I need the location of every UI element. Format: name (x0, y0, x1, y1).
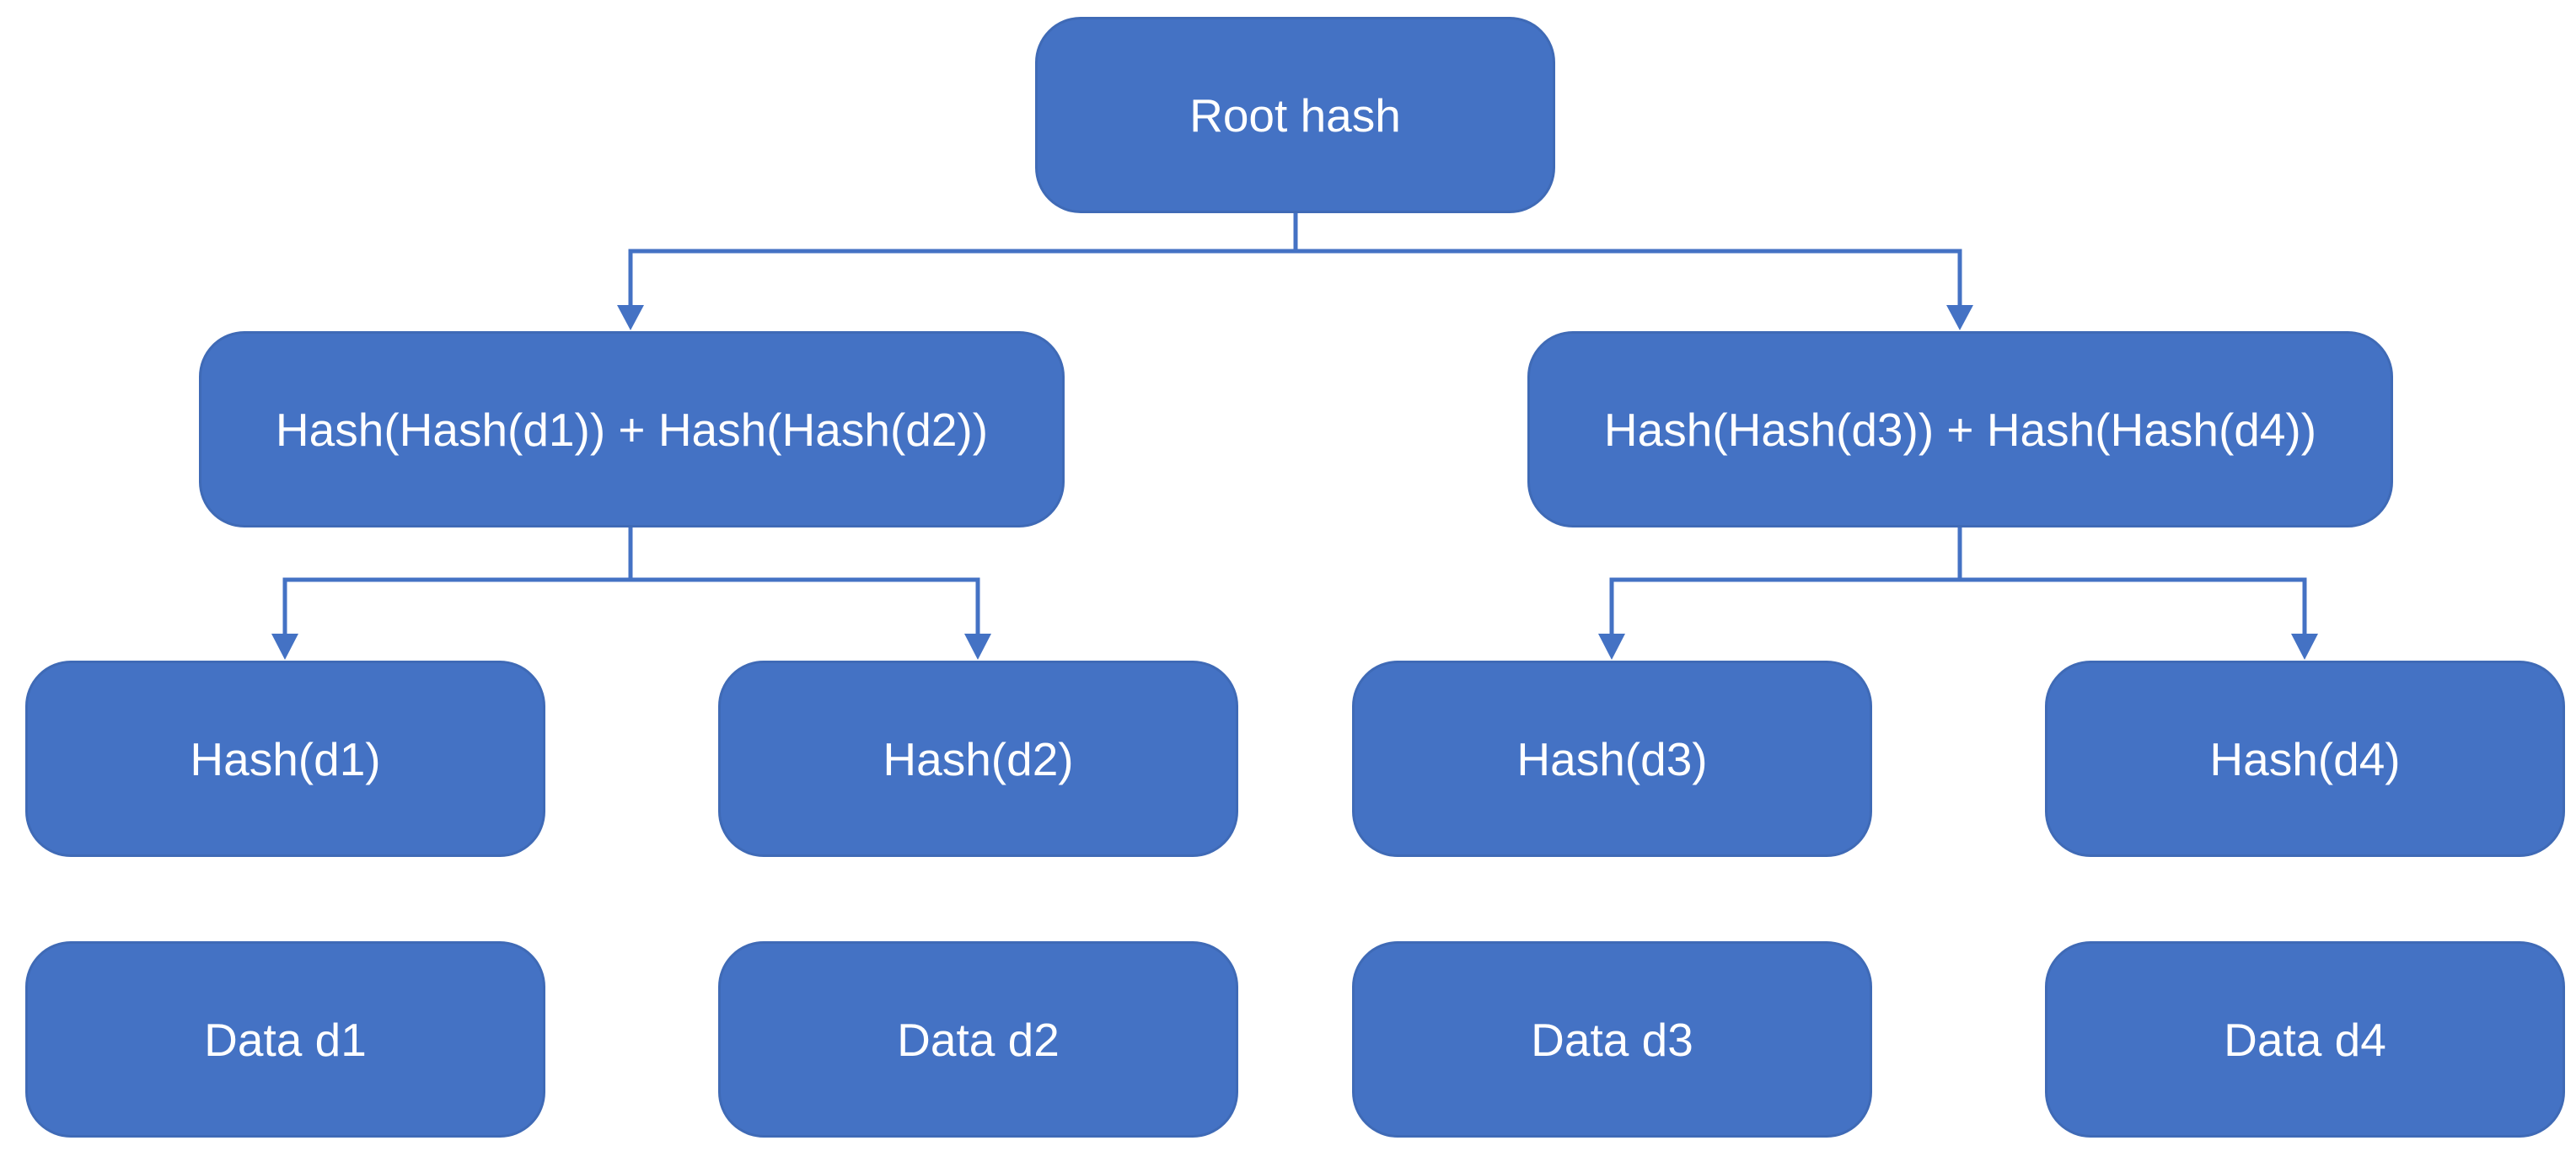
edge-hash-34-to-hash-d3 (1609, 527, 1962, 640)
hash-d1-label: Hash(d1) (190, 732, 381, 785)
arrowhead-hash-d4 (2291, 634, 2318, 660)
data-d2-node: Data d2 (718, 941, 1238, 1138)
hash-d4-node: Hash(d4) (2045, 661, 2565, 857)
hash-d3-d4-label: Hash(Hash(d3)) + Hash(Hash(d4)) (1603, 403, 2317, 456)
edge-hash-12-to-hash-d2 (631, 577, 980, 640)
hash-d2-node: Hash(d2) (718, 661, 1238, 857)
hash-d3-label: Hash(d3) (1516, 732, 1708, 785)
hash-d4-label: Hash(d4) (2209, 732, 2401, 785)
hash-d1-d2-node: Hash(Hash(d1)) + Hash(Hash(d2)) (199, 331, 1065, 527)
arrowhead-hash-d2 (964, 634, 991, 660)
hash-d3-d4-node: Hash(Hash(d3)) + Hash(Hash(d4)) (1527, 331, 2393, 527)
hash-d3-node: Hash(d3) (1352, 661, 1872, 857)
data-d4-label: Data d4 (2224, 1013, 2386, 1066)
edge-hash-34-to-hash-d4 (1960, 577, 2307, 640)
hash-d1-node: Hash(d1) (25, 661, 545, 857)
data-d4-node: Data d4 (2045, 941, 2565, 1138)
data-d1-node: Data d1 (25, 941, 545, 1138)
edge-root-to-hash-12 (628, 213, 1298, 312)
root-hash-node: Root hash (1035, 17, 1555, 213)
arrowhead-hash-d3 (1598, 634, 1625, 660)
hash-d1-d2-label: Hash(Hash(d1)) + Hash(Hash(d2)) (275, 403, 989, 456)
arrowhead-hash-12 (617, 305, 644, 330)
arrowhead-hash-34 (1946, 305, 1973, 330)
data-d3-label: Data d3 (1531, 1013, 1693, 1066)
arrowhead-hash-d1 (271, 634, 298, 660)
hash-d2-label: Hash(d2) (883, 732, 1074, 785)
edge-hash-12-to-hash-d1 (282, 527, 633, 640)
data-d1-label: Data d1 (204, 1013, 367, 1066)
data-d2-label: Data d2 (897, 1013, 1060, 1066)
root-hash-label: Root hash (1189, 88, 1401, 142)
edge-root-to-hash-34 (1296, 249, 1962, 312)
data-d3-node: Data d3 (1352, 941, 1872, 1138)
